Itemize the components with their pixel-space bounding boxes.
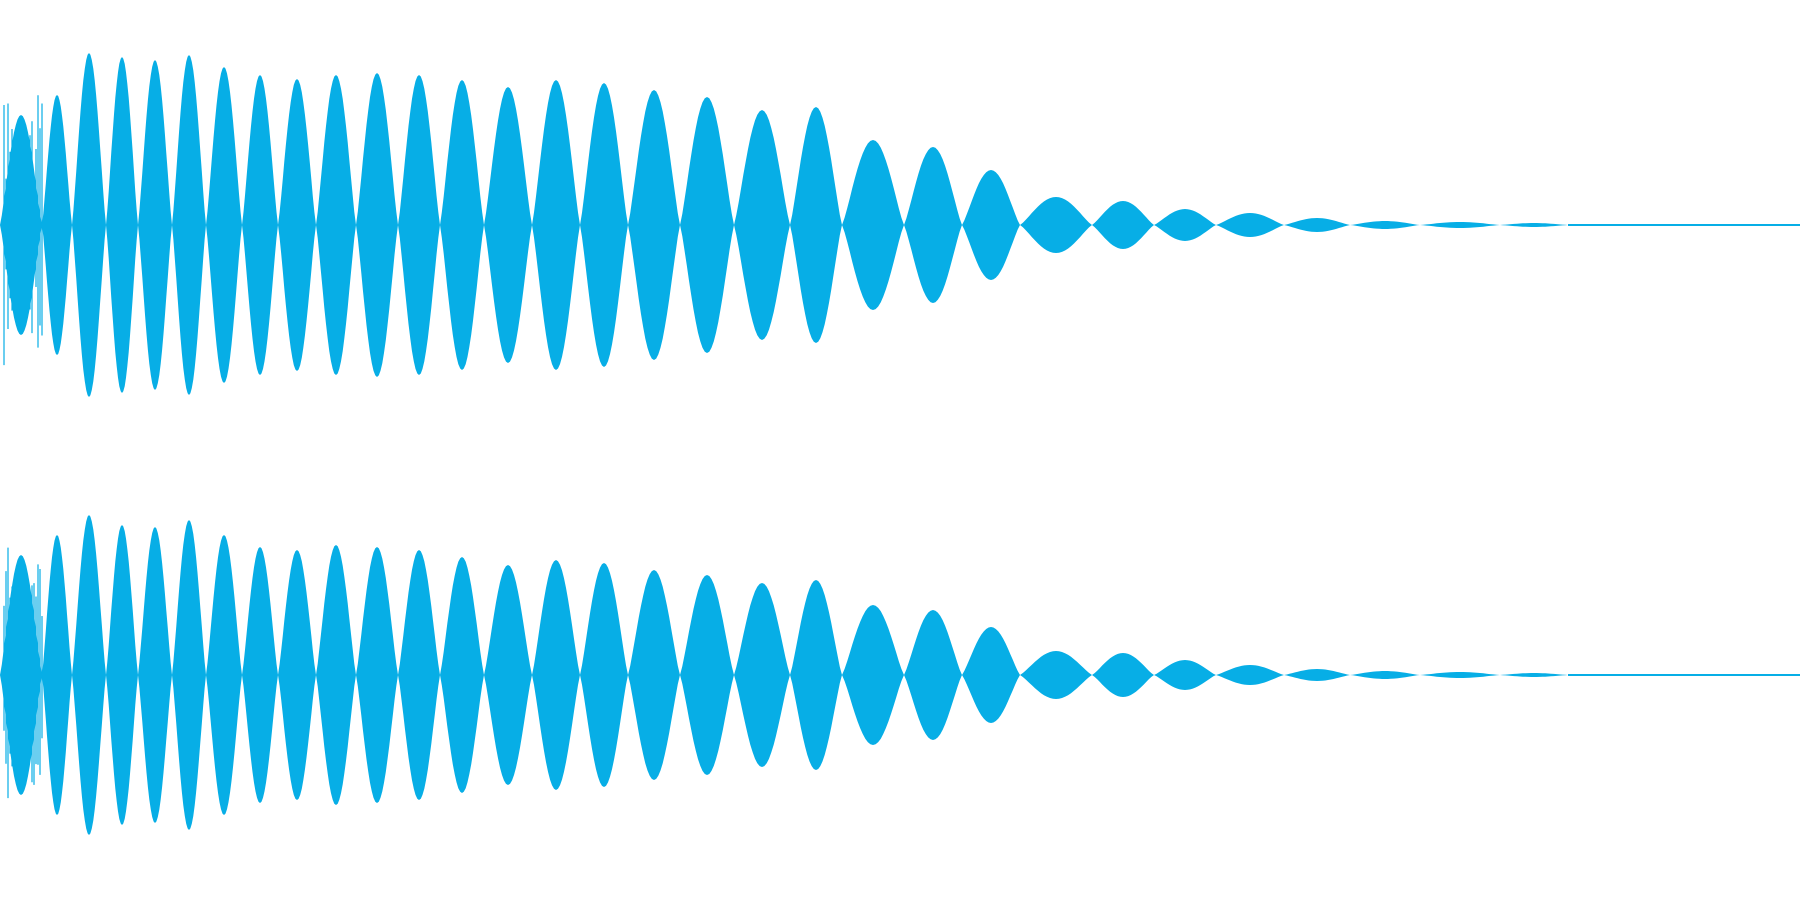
waveform-lobe: [106, 525, 138, 825]
waveform-lobe: [1500, 223, 1568, 227]
waveform-lobe: [628, 90, 680, 360]
waveform-lobe: [904, 610, 962, 740]
waveform-lobe: [72, 515, 106, 835]
waveform-lobe: [532, 80, 580, 370]
waveform-lobe: [398, 550, 440, 800]
waveform-lobe: [278, 550, 316, 800]
waveform-lobe: [356, 73, 398, 377]
waveform-lobe: [580, 83, 628, 367]
waveform-lobe: [398, 75, 440, 375]
waveform-lobe: [206, 535, 242, 815]
waveform-lobe: [904, 147, 962, 303]
waveform-lobe: [532, 560, 580, 790]
waveform-lobe: [138, 60, 172, 390]
waveform-lobe: [1020, 651, 1092, 699]
waveform-lobe: [72, 53, 106, 397]
waveform-lobe: [0, 555, 42, 795]
waveform-lobe: [680, 575, 734, 775]
waveform-lobe: [42, 535, 72, 815]
waveform-lobe: [242, 75, 278, 375]
waveform-lobe: [172, 55, 206, 395]
waveform-lobe: [440, 80, 484, 370]
waveform-lobe: [1154, 660, 1216, 690]
waveform-lobe: [440, 557, 484, 793]
waveform-lobe: [1420, 222, 1500, 228]
waveform-lobe: [790, 580, 842, 770]
waveform-channel-bottom: [0, 515, 1800, 835]
waveform-lobe: [316, 75, 356, 375]
waveform-lobe: [1420, 672, 1500, 678]
waveform-lobe: [206, 67, 242, 383]
waveform-lobe: [628, 570, 680, 780]
waveform-lobe: [1092, 201, 1154, 249]
waveform-lobe: [278, 79, 316, 371]
waveform-lobe: [1500, 673, 1568, 677]
waveform-lobe: [1284, 218, 1350, 232]
waveform-lobe: [734, 583, 790, 767]
waveform-lobe: [580, 563, 628, 787]
waveform-lobe: [962, 170, 1020, 280]
waveform-lobe: [842, 605, 904, 745]
waveform-lobe: [1284, 669, 1350, 681]
waveform-lobe: [1216, 665, 1284, 685]
waveform-lobe: [962, 627, 1020, 723]
waveform-lobe: [1350, 221, 1420, 229]
waveform-lobe: [790, 107, 842, 343]
waveform-lobe: [1154, 209, 1216, 241]
waveform-lobe: [1020, 197, 1092, 253]
waveform-lobe: [1092, 653, 1154, 697]
waveform-channel-top: [0, 53, 1800, 397]
waveform-lobe: [356, 547, 398, 803]
waveform-lobe: [42, 95, 72, 355]
waveform-lobe: [484, 565, 532, 785]
waveform-lobe: [106, 57, 138, 393]
waveform-lobe: [316, 545, 356, 805]
waveform-lobe: [242, 547, 278, 803]
waveform-lobe: [172, 520, 206, 830]
waveform-lobe: [680, 97, 734, 353]
waveform-lobe: [0, 115, 42, 335]
waveform-lobe: [734, 110, 790, 340]
waveform-lobe: [138, 527, 172, 823]
waveform-lobe: [1350, 671, 1420, 679]
waveform-lobe: [842, 140, 904, 310]
waveform-lobe: [1216, 213, 1284, 237]
waveform-lobe: [484, 87, 532, 363]
